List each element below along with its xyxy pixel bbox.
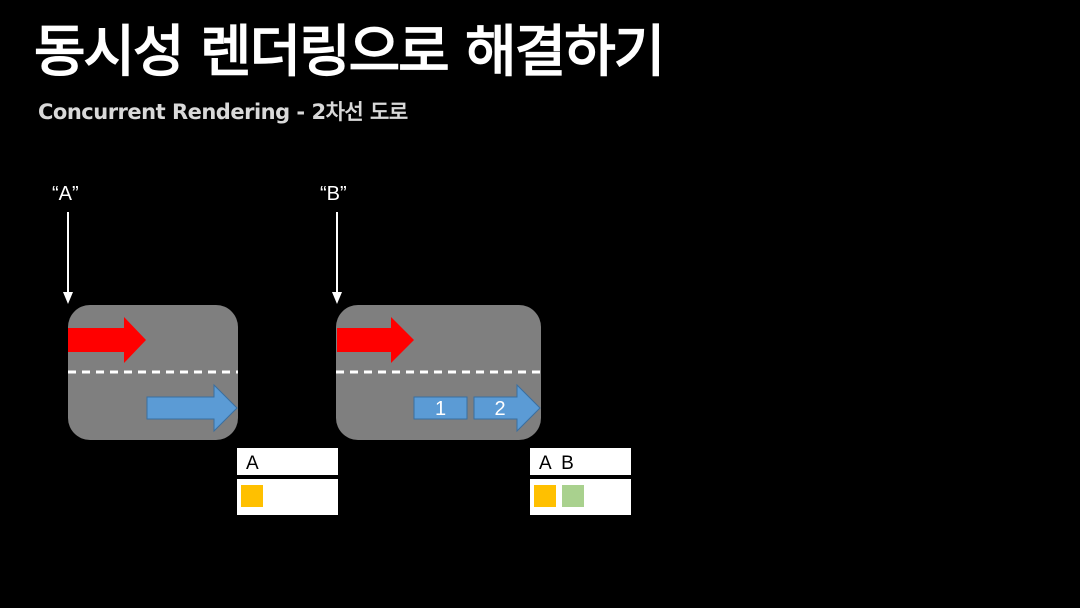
input-label-b: “B” bbox=[320, 183, 347, 205]
urgent-arrow-b bbox=[337, 317, 414, 363]
queue-box-a: A bbox=[237, 448, 338, 515]
queue-item-a bbox=[534, 485, 556, 507]
page-subtitle: Concurrent Rendering - 2차선 도로 bbox=[38, 100, 408, 124]
input-label-a: “A” bbox=[52, 183, 79, 205]
page-title: 동시성 렌더링으로 해결하기 bbox=[34, 20, 665, 85]
input-arrowhead-b bbox=[332, 292, 342, 304]
work-block-1-label: 1 bbox=[435, 398, 446, 420]
queue-body-b bbox=[530, 479, 631, 512]
transition-arrow-a bbox=[146, 383, 238, 433]
urgent-arrow-a bbox=[68, 317, 146, 363]
work-block-2 bbox=[473, 383, 541, 433]
queue-item-a bbox=[241, 485, 263, 507]
queue-body-a bbox=[237, 479, 338, 512]
queue-header-a: A bbox=[237, 448, 338, 479]
input-arrowhead-a bbox=[63, 292, 73, 304]
work-block-1 bbox=[413, 396, 468, 420]
queue-box-b: A B bbox=[530, 448, 631, 515]
queue-header-b: A B bbox=[530, 448, 631, 479]
work-block-2-label: 2 bbox=[494, 398, 505, 420]
queue-item-b bbox=[562, 485, 584, 507]
